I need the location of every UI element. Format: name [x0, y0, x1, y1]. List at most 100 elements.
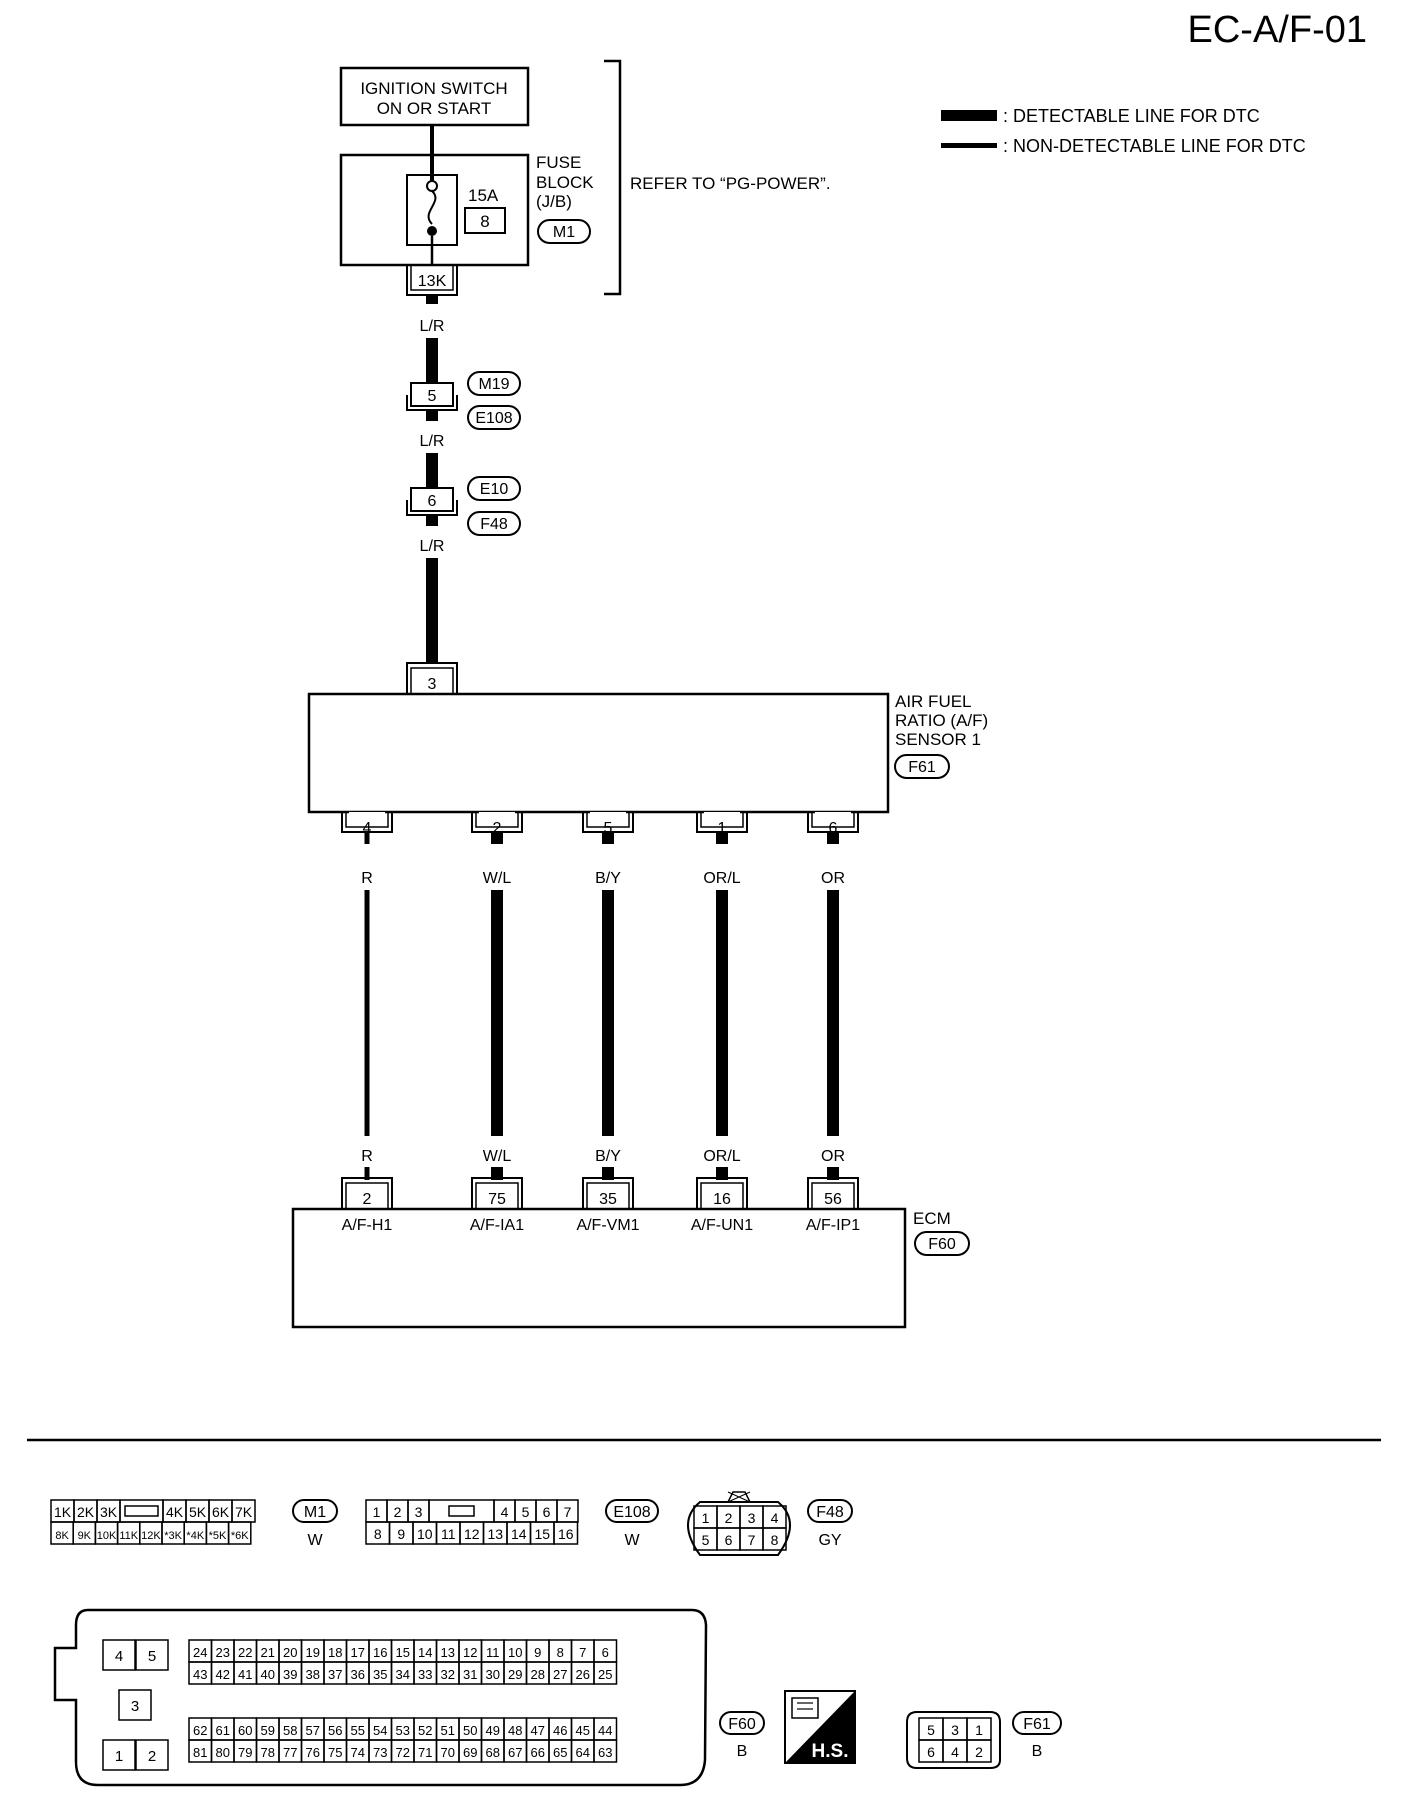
m1-pin-4K: 4K — [166, 1504, 184, 1520]
fuse-number: 8 — [480, 212, 489, 231]
ecm-pin-75: 75 — [488, 1191, 506, 1208]
e108-pin-13: 13 — [487, 1526, 503, 1542]
ecm-pin-2: 2 — [363, 1191, 372, 1208]
ecm-pin-35: 35 — [599, 1191, 617, 1208]
m1-pin-x4K: *4K — [186, 1530, 204, 1542]
m1-pin-2K: 2K — [77, 1504, 95, 1520]
m1-pin-8K: 8K — [55, 1530, 69, 1542]
f60-pin-43: 43 — [193, 1667, 207, 1682]
f60-pin-32: 32 — [441, 1667, 455, 1682]
m1-pin-6K: 6K — [212, 1504, 230, 1520]
ecm-connector-f60: F60 — [928, 1236, 956, 1253]
wire-label-top-5: OR — [821, 870, 845, 887]
signal-wires: 4RR2A/F-H12W/LW/L75A/F-IA15B/YB/Y35A/F-V… — [341, 812, 860, 1234]
f48-color: GY — [818, 1532, 841, 1549]
f60-pin-21: 21 — [261, 1645, 275, 1660]
wire-label-bottom-4: OR/L — [703, 1148, 740, 1165]
legend-non-detectable: : NON-DETECTABLE LINE FOR DTC — [1003, 136, 1306, 156]
f60-pin-55: 55 — [351, 1723, 365, 1738]
connector-e10: E10 — [480, 481, 509, 498]
f60-pin-27: 27 — [553, 1667, 567, 1682]
ecm-pin-16: 16 — [713, 1191, 731, 1208]
page-code: EC-A/F-01 — [1188, 9, 1367, 51]
legend-detectable: : DETECTABLE LINE FOR DTC — [1003, 106, 1260, 126]
fuse-block: 15A 8 FUSE BLOCK (J/B) M1 — [339, 153, 594, 267]
f61-pin-6: 6 — [927, 1744, 935, 1760]
harness-side-icon: H.S. — [784, 1690, 856, 1764]
e108-pin-15: 15 — [534, 1526, 550, 1542]
f60-pin-79: 79 — [238, 1745, 252, 1760]
f60-pin-30: 30 — [486, 1667, 500, 1682]
f60-pin-9: 9 — [534, 1645, 541, 1660]
ecm-label: ECM — [913, 1209, 951, 1228]
f48-pin-2: 2 — [725, 1510, 733, 1526]
f60-pin-62: 62 — [193, 1723, 207, 1738]
f60-pin-10: 10 — [508, 1645, 522, 1660]
f60-pin-58: 58 — [283, 1723, 297, 1738]
ecm-signal-4: A/F-UN1 — [691, 1217, 753, 1234]
wire-label-bottom-5: OR — [821, 1148, 845, 1165]
connector-f48: F48 — [480, 516, 508, 533]
e108-pin-4: 4 — [501, 1504, 509, 1520]
f60-pin-26: 26 — [576, 1667, 590, 1682]
f61-pin-4: 4 — [951, 1744, 959, 1760]
e108-pin-1: 1 — [373, 1504, 381, 1520]
e108-pin-9: 9 — [397, 1526, 405, 1542]
f60-pin-17: 17 — [351, 1645, 365, 1660]
f60-pin-19: 19 — [306, 1645, 320, 1660]
ecm-signal-3: A/F-VM1 — [576, 1217, 639, 1234]
sensor-pin-5: 5 — [604, 820, 613, 837]
junction-e10-f48: 6 E10 F48 — [406, 476, 521, 536]
fuse-block-label-3: (J/B) — [536, 192, 572, 211]
f60-pin-67: 67 — [508, 1745, 522, 1760]
f48-pin-3: 3 — [748, 1510, 756, 1526]
fuse-block-terminal-13k: 13K — [406, 266, 458, 296]
m1-pin-11K: 11K — [119, 1530, 138, 1542]
f60-pin-4: 4 — [115, 1648, 123, 1665]
ecm: ECM F60 — [291, 1207, 970, 1329]
f60-pin-74: 74 — [351, 1745, 365, 1760]
svg-text:6: 6 — [428, 493, 437, 510]
f60-pin-23: 23 — [216, 1645, 230, 1660]
f60-pin-20: 20 — [283, 1645, 297, 1660]
f61-pin-1: 1 — [975, 1722, 983, 1738]
f60-pin-61: 61 — [216, 1723, 230, 1738]
af-sensor: AIR FUEL RATIO (A/F) SENSOR 1 F61 — [307, 692, 988, 814]
f60-pin-40: 40 — [261, 1667, 275, 1682]
m1-pin-9K: 9K — [78, 1530, 92, 1542]
f60-pin-15: 15 — [396, 1645, 410, 1660]
m1-pin-x5K: *5K — [209, 1530, 227, 1542]
sensor-pin-2: 2 — [493, 820, 502, 837]
f60-pin-72: 72 — [396, 1745, 410, 1760]
f60-pin-78: 78 — [261, 1745, 275, 1760]
ecm-signal-1: A/F-H1 — [342, 1217, 393, 1234]
f60-pin-11: 11 — [486, 1645, 500, 1660]
f60-pin-2: 2 — [148, 1748, 156, 1765]
m1-pin-1K: 1K — [54, 1504, 72, 1520]
f60-pin-48: 48 — [508, 1723, 522, 1738]
wire-label-bottom-1: R — [361, 1148, 373, 1165]
f60-pin-37: 37 — [328, 1667, 342, 1682]
f60-pin-63: 63 — [598, 1745, 612, 1760]
f60-pin-45: 45 — [576, 1723, 590, 1738]
connector-m19: M19 — [478, 376, 509, 393]
f60-pin-33: 33 — [418, 1667, 432, 1682]
e108-pin-16: 16 — [558, 1526, 574, 1542]
e108-pin-10: 10 — [417, 1526, 433, 1542]
wire-label-top-4: OR/L — [703, 870, 740, 887]
e108-pin-5: 5 — [522, 1504, 530, 1520]
f60-pin-39: 39 — [283, 1667, 297, 1682]
f60-pin-66: 66 — [531, 1745, 545, 1760]
e108-pin-2: 2 — [394, 1504, 402, 1520]
f60-pin-51: 51 — [441, 1723, 455, 1738]
f60-pin-42: 42 — [216, 1667, 230, 1682]
f61-pin-3: 3 — [951, 1722, 959, 1738]
connector-e108: E108 — [475, 410, 512, 427]
f60-pin-57: 57 — [306, 1723, 320, 1738]
f61-pin-5: 5 — [927, 1722, 935, 1738]
f60-id: F60 — [728, 1716, 756, 1733]
f48-id: F48 — [816, 1504, 844, 1521]
